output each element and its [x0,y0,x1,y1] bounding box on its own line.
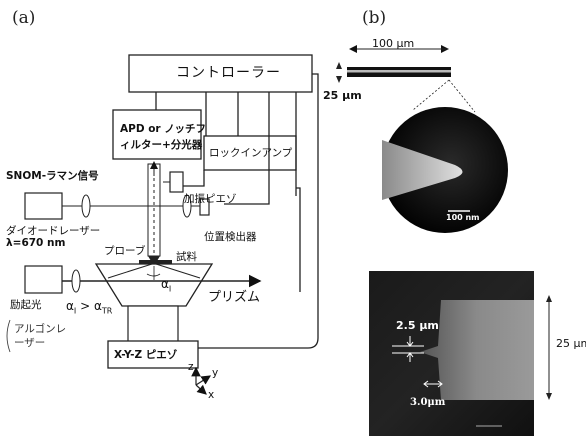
apd-label-line2: ィルター+分光器 [120,140,202,151]
axis-x-label: x [208,390,214,401]
vib-piezo-label: 加振ピエゾ [184,194,237,205]
panel-a-label: (a) [12,10,35,27]
argon-laser [25,266,62,293]
apd-label-line1: APD or ノッチフ [120,124,206,135]
snom-signal-label: SNOM-ラマン信号 [6,171,99,182]
diode-laser-label: ダイオードレーザー [6,226,100,237]
argon-label-line2: ーザー [14,338,45,349]
xyz-piezo-label: X-Y-Z ピエゾ [114,350,177,361]
axis-z-label: z [188,362,194,373]
lockin-label: ロックインアンプ [209,148,292,159]
controller-label: コントローラー [176,66,281,80]
panel-b-label: (b) [362,10,386,27]
alpha-i-label: αI [161,278,171,293]
length-label: 100 μm [372,38,414,49]
excitation-label: 励起光 [10,300,42,311]
image-height-label: 25 μm [556,338,586,349]
axis-y-label: y [212,368,218,379]
width-label: 25 μm [323,90,362,101]
wavelength-label: λ=670 nm [6,238,65,249]
condition-label: αI > αTR [66,300,112,315]
taper-length-label: 3.0μm [410,398,445,408]
probe-label: プローブ [104,246,145,257]
vib-piezo [170,172,183,192]
scale-bar-label: 100 nm [446,214,480,222]
diode-laser [25,193,62,219]
tip-size-label: 2.5 μm [396,320,439,331]
position-detector-label: 位置検出器 [204,232,257,243]
argon-label-line1: アルゴンレ [14,324,66,335]
prism-label: プリズム [208,291,260,304]
sample-label: 試料 [176,252,197,263]
